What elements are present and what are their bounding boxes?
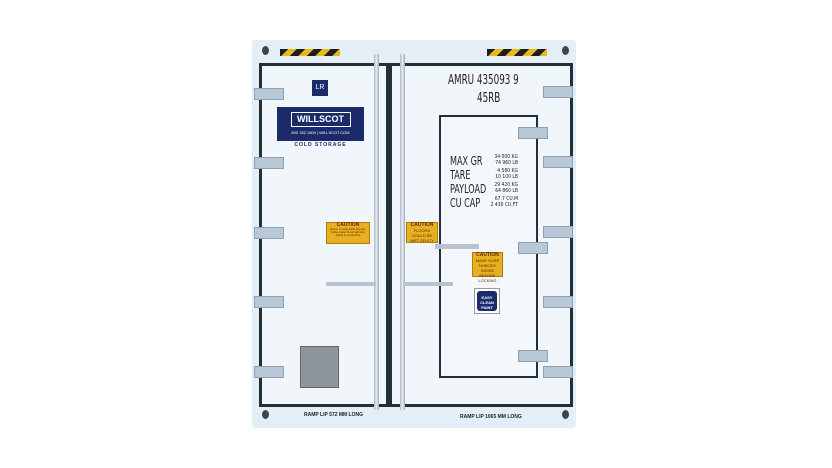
easy-clean-text: EASY CLEAN PAINT	[477, 291, 497, 311]
data-plate	[300, 346, 339, 388]
locking-bar[interactable]	[400, 54, 405, 410]
brand-name: WILLSCOT	[290, 112, 351, 127]
caution-text: Ensure no seals within grounds. Follow p…	[330, 228, 366, 237]
caution-title: CAUTION	[336, 222, 360, 228]
hazard-stripe-right	[487, 49, 547, 56]
inner-hinge	[518, 242, 548, 254]
door-handle-left[interactable]	[326, 282, 376, 286]
hinge	[543, 86, 573, 98]
product-label: COLD STORAGE	[294, 142, 347, 148]
willscot-logo: WILLSCOT 800.782.1500 | WILLSCOT.COM	[277, 107, 364, 141]
hinge	[543, 366, 573, 378]
hinge	[254, 296, 284, 308]
locking-bar[interactable]	[374, 54, 379, 410]
inner-door-latch[interactable]	[435, 244, 479, 249]
spec-value-imperial: 10 100 LB	[495, 174, 518, 180]
caution-title: CAUTION	[476, 252, 499, 258]
caution-text: MAKE SURE NOBODY INSIDE BEFORE LOCKING	[475, 258, 500, 283]
spec-row: CU CAP 67.7 CU.M 2 430 CU.FT	[450, 196, 530, 210]
spec-value-metric: 34 000 KG	[494, 154, 518, 160]
brand-contact: 800.782.1500 | WILLSCOT.COM	[291, 130, 350, 135]
spec-row: MAX GR 34 000 KG 74 960 LB	[450, 154, 530, 168]
spec-label: MAX GR	[450, 154, 483, 168]
hinge	[254, 157, 284, 169]
hinge	[543, 226, 573, 238]
spec-row: TARE 4 580 KG 10 100 LB	[450, 168, 530, 182]
size-type-code: 45RB	[477, 91, 501, 106]
spec-value-metric: 29 420 KG	[494, 182, 518, 188]
hinge	[254, 88, 284, 100]
lr-logo-text: LR	[315, 84, 325, 91]
corner-casting	[262, 410, 269, 419]
hinge	[254, 227, 284, 239]
door-handle-right[interactable]	[403, 282, 453, 286]
spec-label: TARE	[450, 168, 471, 182]
caution-text: FLOORS COULD BE WET OR ICY	[410, 228, 434, 243]
spec-value-imperial: 74 960 LB	[495, 160, 518, 166]
corner-casting	[562, 410, 569, 419]
lr-certification-logo: LR	[312, 80, 328, 96]
hinge	[254, 366, 284, 378]
corner-casting	[262, 46, 269, 55]
ramp-lip-left-label: RAMP LIP 572 MM LONG	[304, 412, 363, 418]
spec-value-imperial: 2 430 CU.FT	[490, 202, 518, 208]
inner-hinge	[518, 127, 548, 139]
spec-value-metric: 4 580 KG	[497, 168, 518, 174]
corner-casting	[562, 46, 569, 55]
inner-hinge	[518, 350, 548, 362]
easy-clean-paint-badge: EASY CLEAN PAINT	[474, 288, 500, 314]
spec-row: PAYLOAD 29 420 KG 64 860 LB	[450, 182, 530, 196]
container-number: AMRU 435093 9	[448, 73, 519, 88]
spec-value-imperial: 64 860 LB	[495, 188, 518, 194]
spec-label: CU CAP	[450, 196, 481, 210]
spec-value-metric: 67.7 CU.M	[494, 196, 518, 202]
spec-label: PAYLOAD	[450, 182, 487, 196]
ramp-lip-right-label: RAMP LIP 1065 MM LONG	[460, 414, 522, 420]
hinge	[543, 156, 573, 168]
caution-title: CAUTION	[410, 222, 434, 228]
hazard-stripe-left	[280, 49, 340, 56]
hinge	[543, 296, 573, 308]
